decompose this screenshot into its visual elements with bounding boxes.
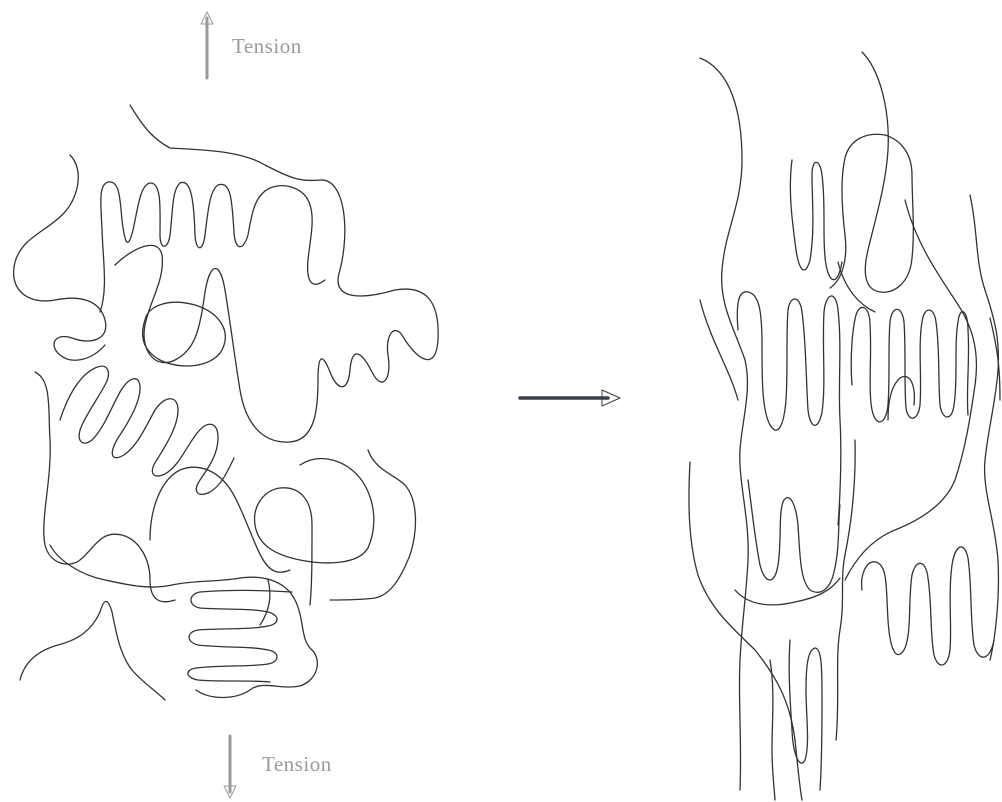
tension-label-top: Tension [232,34,302,59]
chain-e [35,372,175,602]
chain-r12 [862,547,994,665]
chain-m [260,580,270,625]
unstretched-polymer-network [14,105,439,700]
chain-r16 [990,318,1000,400]
chain-f [60,366,234,494]
chain-r11 [888,377,914,420]
chain-r15 [845,200,976,580]
chain-r2 [700,300,738,400]
chain-c [100,182,325,312]
chain-r13 [836,440,855,740]
tension-arrow-down [224,736,236,798]
chain-k [20,602,165,701]
chain-h [330,450,415,600]
chain-g [255,459,374,605]
chain-r1 [700,58,748,790]
tension-arrow-up [201,12,213,78]
chain-l [188,591,292,683]
chain-a [115,105,438,442]
chain-r8 [735,578,840,605]
stretched-polymer-network [689,52,1000,800]
chain-r4 [790,160,842,280]
chain-r14 [970,195,998,660]
chain-r9 [851,307,968,421]
process-arrow [520,390,620,406]
chain-r17 [789,640,822,790]
chain-d [143,302,226,366]
chain-r5 [830,52,913,292]
chain-b [14,155,106,360]
chain-r6 [737,292,841,525]
chain-r18 [770,660,775,800]
chain-r7 [748,480,840,592]
tension-label-bottom: Tension [262,752,332,777]
